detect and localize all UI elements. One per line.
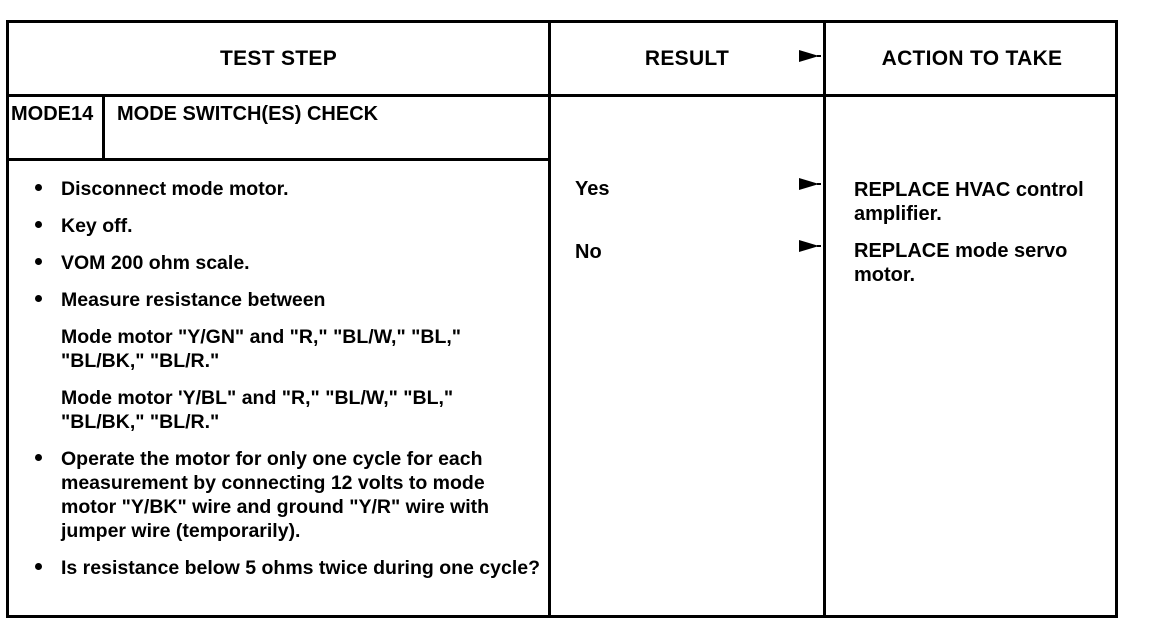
result-no: No	[575, 241, 602, 263]
bullet-icon	[35, 221, 42, 228]
step-subtext: Mode motor "Y/GN" and "R," "BL/W," "BL,"…	[61, 326, 462, 372]
step-item: Operate the motor for only one cycle for…	[9, 447, 548, 543]
header-test-step: TEST STEP	[219, 46, 338, 70]
diagnostic-table: TEST STEP RESULT ACTION TO TAKE MODE14 M…	[6, 20, 1118, 618]
bullet-icon	[35, 454, 42, 461]
step-text: Disconnect mode motor.	[61, 178, 289, 200]
step-text: Measure resistance between	[61, 289, 326, 311]
bullet-icon	[35, 258, 42, 265]
step-item: Disconnect mode motor.	[9, 177, 548, 201]
step-text: VOM 200 ohm scale.	[61, 252, 250, 274]
step-text: Key off.	[61, 215, 133, 237]
step-subitem: Mode motor "Y/GN" and "R," "BL/W," "BL,"…	[9, 325, 548, 373]
column-divider-result	[548, 23, 551, 615]
step-item: VOM 200 ohm scale.	[9, 251, 548, 275]
header-action: ACTION TO TAKE	[881, 46, 1063, 70]
column-divider-action	[823, 23, 826, 615]
mode-header: MODE14 MODE SWITCH(ES) CHECK	[9, 97, 548, 161]
step-text: Is resistance below 5 ohms twice during …	[61, 557, 540, 579]
action-no: REPLACE mode servo motor.	[854, 240, 1068, 286]
step-item: Is resistance below 5 ohms twice during …	[9, 556, 548, 580]
bullet-icon	[35, 184, 42, 191]
step-item: Measure resistance between	[9, 288, 548, 312]
mode-separator	[102, 97, 105, 161]
step-subtext: Mode motor 'Y/BL" and "R," "BL/W," "BL,"…	[61, 387, 454, 433]
result-no-arrow-icon	[799, 240, 821, 252]
table-header: TEST STEP RESULT ACTION TO TAKE	[9, 23, 1115, 97]
bullet-icon	[35, 295, 42, 302]
step-text: Operate the motor for only one cycle for…	[61, 448, 490, 542]
header-arrow-icon	[799, 50, 821, 62]
mode-id: MODE14	[11, 103, 94, 125]
step-subitem: Mode motor 'Y/BL" and "R," "BL/W," "BL,"…	[9, 386, 548, 434]
action-yes: REPLACE HVAC control amplifier.	[854, 179, 1084, 225]
mode-title: MODE SWITCH(ES) CHECK	[117, 103, 379, 125]
step-item: Key off.	[9, 214, 548, 238]
result-yes: Yes	[575, 178, 610, 200]
bullet-icon	[35, 563, 42, 570]
header-result: RESULT	[644, 46, 730, 70]
test-step-list: Disconnect mode motor. Key off. VOM 200 …	[9, 177, 548, 593]
result-yes-arrow-icon	[799, 178, 821, 190]
